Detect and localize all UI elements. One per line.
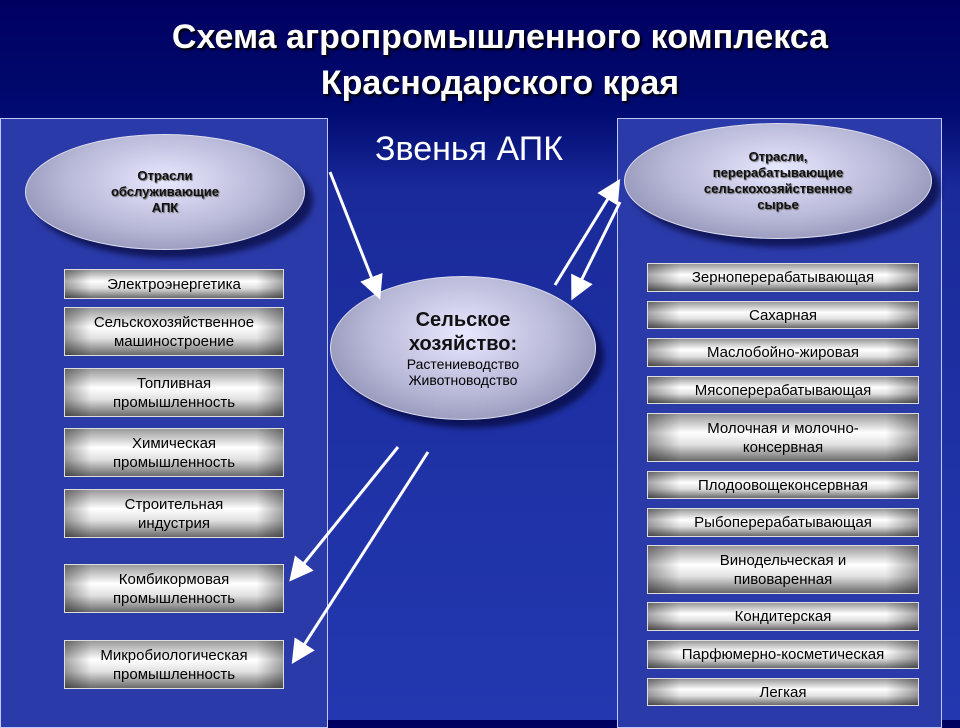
right-item: Сахарная (647, 301, 919, 329)
left-item: Топливная промышленность (64, 368, 284, 417)
left-item: Химическая промышленность (64, 428, 284, 477)
left-item: Микробиологическая промышленность (64, 640, 284, 689)
right-item: Молочная и молочно-консервная (647, 413, 919, 462)
right-item: Плодоовощеконсервная (647, 471, 919, 499)
subtitle: Звенья АПК (375, 130, 564, 168)
title-line-2: Краснодарского края (320, 64, 680, 102)
center-line: Растениеводство (406, 356, 520, 372)
left-header-line: АПК (151, 200, 179, 215)
right-item: Рыбоперерабатывающая (647, 508, 919, 537)
center-title: Сельское (415, 309, 511, 331)
right-header-line: перерабатывающие (712, 165, 844, 180)
right-item: Легкая (647, 678, 919, 706)
left-item: Строительная индустрия (64, 489, 284, 538)
arrow-icon (571, 201, 622, 301)
title-line-1: Схема агропромышленного комплекса (171, 18, 829, 56)
arrow-icon (291, 451, 430, 665)
left-header-line: обслуживающие (110, 184, 220, 199)
left-item: Электроэнергетика (64, 269, 284, 299)
center-title: хозяйство: (408, 333, 518, 355)
right-header-line: Отрасли, (748, 149, 808, 164)
left-item: Сельскохозяйственное машиностроение (64, 307, 284, 356)
arrow-icon (328, 171, 383, 300)
right-header-line: сельскохозяйственное (703, 181, 853, 196)
right-item: Зерноперерабатывающая (647, 263, 919, 292)
right-item: Мясоперерабатывающая (647, 376, 919, 404)
left-item: Комбикормовая промышленность (64, 564, 284, 613)
right-header-ellipse: Отрасли, перерабатывающие сельскохозяйст… (624, 123, 932, 239)
left-header-line: Отрасли (137, 168, 193, 183)
arrow-icon (553, 178, 621, 286)
right-item: Парфюмерно-косметическая (647, 640, 919, 669)
right-header-line: сырье (757, 197, 799, 212)
right-item: Кондитерская (647, 602, 919, 631)
right-item: Винодельческая и пивоваренная (647, 545, 919, 594)
center-line: Животноводство (408, 372, 518, 388)
arrow-icon (289, 446, 400, 582)
left-header-ellipse: Отрасли обслуживающие АПК (25, 134, 305, 250)
center-ellipse: Сельское хозяйство: Растениеводство Живо… (330, 276, 596, 420)
right-item: Маслобойно-жировая (647, 338, 919, 367)
